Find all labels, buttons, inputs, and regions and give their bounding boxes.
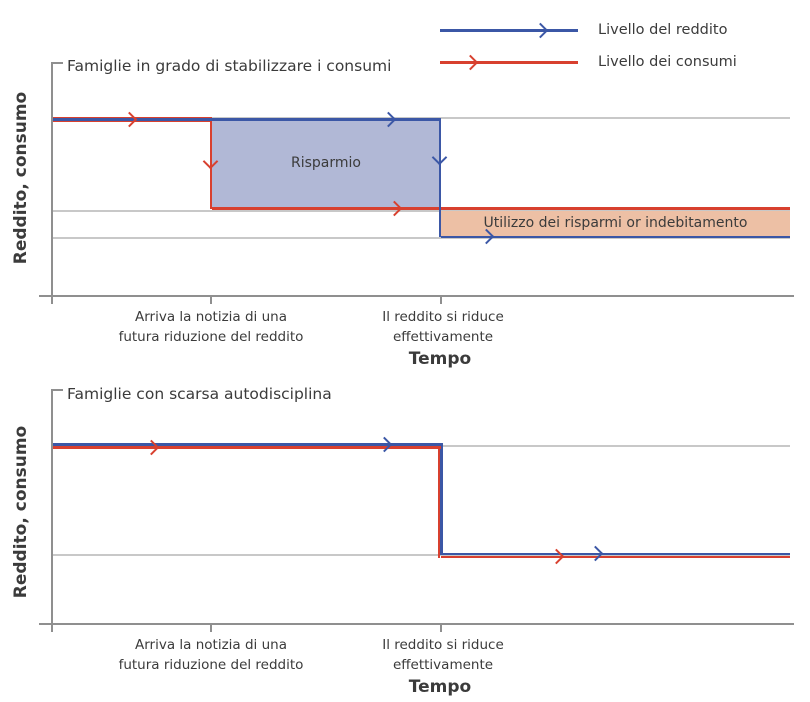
panel2-consumption-line-low xyxy=(441,555,790,558)
panel1-tick-news xyxy=(210,297,212,304)
panel2-income-line-drop xyxy=(440,443,443,555)
panel1-consumption-line-low xyxy=(212,207,790,210)
panel1-gridline-consumption-low xyxy=(53,210,790,212)
panel1-xtick-news-line1: Arriva la notizia di una xyxy=(135,309,287,325)
panel2-xtick-news-label: Arriva la notizia di una futura riduzion… xyxy=(86,635,336,675)
panel1-gridline-high-income xyxy=(53,117,790,119)
legend-consumption-line xyxy=(440,61,578,64)
panel1-dissaving-label: Utilizzo dei risparmi or indebitamento xyxy=(483,215,748,231)
panel2-xtick-news-line1: Arriva la notizia di una xyxy=(135,637,287,653)
legend-consumption-label: Livello dei consumi xyxy=(598,54,737,70)
panel1-saving-area xyxy=(212,120,440,209)
panel2-income-arrow-high-icon xyxy=(376,436,393,452)
panel2-consumption-line-high xyxy=(53,446,441,449)
panel2-x-axis-label: Tempo xyxy=(408,677,472,697)
panel1-income-line-low xyxy=(441,235,790,238)
panel1-income-line-drop xyxy=(438,118,441,237)
panel1-y-axis-top-cap xyxy=(51,62,63,64)
panel2-income-arrow-low-icon xyxy=(587,545,604,562)
panel1-x-axis-label: Tempo xyxy=(408,349,472,369)
panel1-consumption-line-drop xyxy=(209,118,212,209)
panel2-xtick-fall-line2: effettivamente xyxy=(392,657,494,673)
panel2-xtick-fall-line1: Il reddito si riduce xyxy=(382,637,504,653)
panel2-y-axis-top-cap xyxy=(51,389,63,391)
legend-income-arrow-icon xyxy=(532,22,549,38)
panel1-y-axis xyxy=(51,62,53,297)
panel1-title: Famiglie in grado di stabilizzare i cons… xyxy=(67,57,392,75)
panel2-y-axis xyxy=(51,389,53,624)
panel2-gridline-low-income xyxy=(53,554,790,556)
panel2-tick-news xyxy=(210,625,212,632)
panel2-consumption-line-drop xyxy=(437,446,440,558)
panel1-xtick-fall-line2: effettivamente xyxy=(392,329,494,345)
panel1-y-axis-label: Reddito, consumo xyxy=(11,91,31,265)
panel2-x-axis xyxy=(39,623,794,625)
panel1-xtick-news-label: Arriva la notizia di una futura riduzion… xyxy=(86,307,336,347)
panel1-consumption-arrow-high-icon xyxy=(121,111,138,127)
panel2-y-axis-label: Reddito, consumo xyxy=(11,425,31,599)
panel2-consumption-arrow-high-icon xyxy=(143,439,160,455)
panel2-tick-fall xyxy=(440,625,442,632)
panel2-origin-tick xyxy=(51,625,53,632)
legend-consumption-arrow-icon xyxy=(462,54,479,70)
panel2-xtick-news-line2: futura riduzione del reddito xyxy=(118,657,304,673)
panel2-title: Famiglie con scarsa autodisciplina xyxy=(67,385,332,403)
panel1-saving-label: Risparmio xyxy=(291,155,361,171)
panel1-xtick-news-line2: futura riduzione del reddito xyxy=(118,329,304,345)
panel1-dissaving-area xyxy=(441,210,790,237)
legend-income-line xyxy=(440,29,578,32)
panel1-income-line-high xyxy=(53,118,441,121)
panel1-origin-tick xyxy=(51,297,53,304)
panel2-income-line-high xyxy=(53,443,441,446)
panel1-x-axis xyxy=(39,295,794,297)
panel2-income-line-low xyxy=(441,552,790,555)
panel2-consumption-arrow-low-icon xyxy=(548,548,565,565)
panel1-gridline-low-income xyxy=(53,237,790,239)
legend-income-label: Livello del reddito xyxy=(598,22,728,38)
panel2-gridline-high-income xyxy=(53,445,790,447)
panel1-xtick-fall-label: Il reddito si riduce effettivamente xyxy=(343,307,543,347)
panel1-xtick-fall-line1: Il reddito si riduce xyxy=(382,309,504,325)
panel1-tick-fall xyxy=(440,297,442,304)
panel2-xtick-fall-label: Il reddito si riduce effettivamente xyxy=(343,635,543,675)
